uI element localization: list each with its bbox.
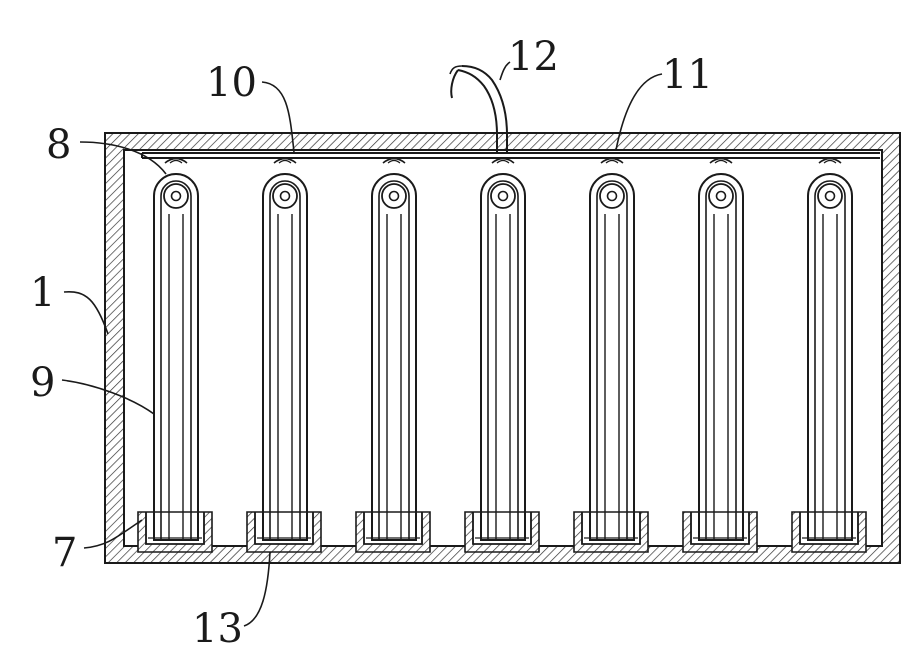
nozzle-spray xyxy=(388,161,400,164)
belt-inner xyxy=(597,181,627,540)
label-nozzle: 11 xyxy=(662,52,713,98)
pulley-axle xyxy=(608,192,617,201)
base-block xyxy=(574,512,648,552)
belt-inner xyxy=(161,181,191,540)
belt-units xyxy=(138,159,866,553)
base-block xyxy=(683,512,757,552)
nozzle-spray xyxy=(606,161,618,164)
belt-unit xyxy=(574,159,648,553)
belt-unit xyxy=(356,159,430,553)
belt-unit xyxy=(683,159,757,553)
belt-unit xyxy=(792,159,866,553)
base-block xyxy=(792,512,866,552)
label-tray: 7 xyxy=(52,530,77,576)
pulley-axle xyxy=(281,192,290,201)
belt-inner xyxy=(270,181,300,540)
base-block xyxy=(138,512,212,552)
label-housing: 1 xyxy=(30,270,55,316)
label-hose: 12 xyxy=(508,34,559,80)
leader-housing xyxy=(64,292,108,334)
distribution-pipe xyxy=(142,153,880,158)
base-block xyxy=(247,512,321,552)
nozzle-spray xyxy=(824,161,836,164)
pulley-axle xyxy=(499,192,508,201)
label-pipe: 10 xyxy=(206,60,257,106)
label-base: 13 xyxy=(192,606,243,652)
belt-inner xyxy=(815,181,845,540)
label-pulley: 8 xyxy=(46,122,71,168)
pulley-axle xyxy=(172,192,181,201)
pulley-axle xyxy=(717,192,726,201)
pulley-axle xyxy=(826,192,835,201)
base-block xyxy=(465,512,539,552)
nozzle-spray xyxy=(170,161,182,164)
pulley-axle xyxy=(390,192,399,201)
label-belt: 9 xyxy=(30,360,55,406)
nozzle-spray xyxy=(497,161,509,164)
belt-unit xyxy=(465,159,539,553)
base-block xyxy=(356,512,430,552)
belt-unit xyxy=(247,159,321,553)
nozzle-spray xyxy=(279,161,291,164)
belt-inner xyxy=(379,181,409,540)
belt-unit xyxy=(138,159,212,553)
belt-inner xyxy=(488,181,518,540)
belt-inner xyxy=(706,181,736,540)
nozzle-spray xyxy=(715,161,727,164)
